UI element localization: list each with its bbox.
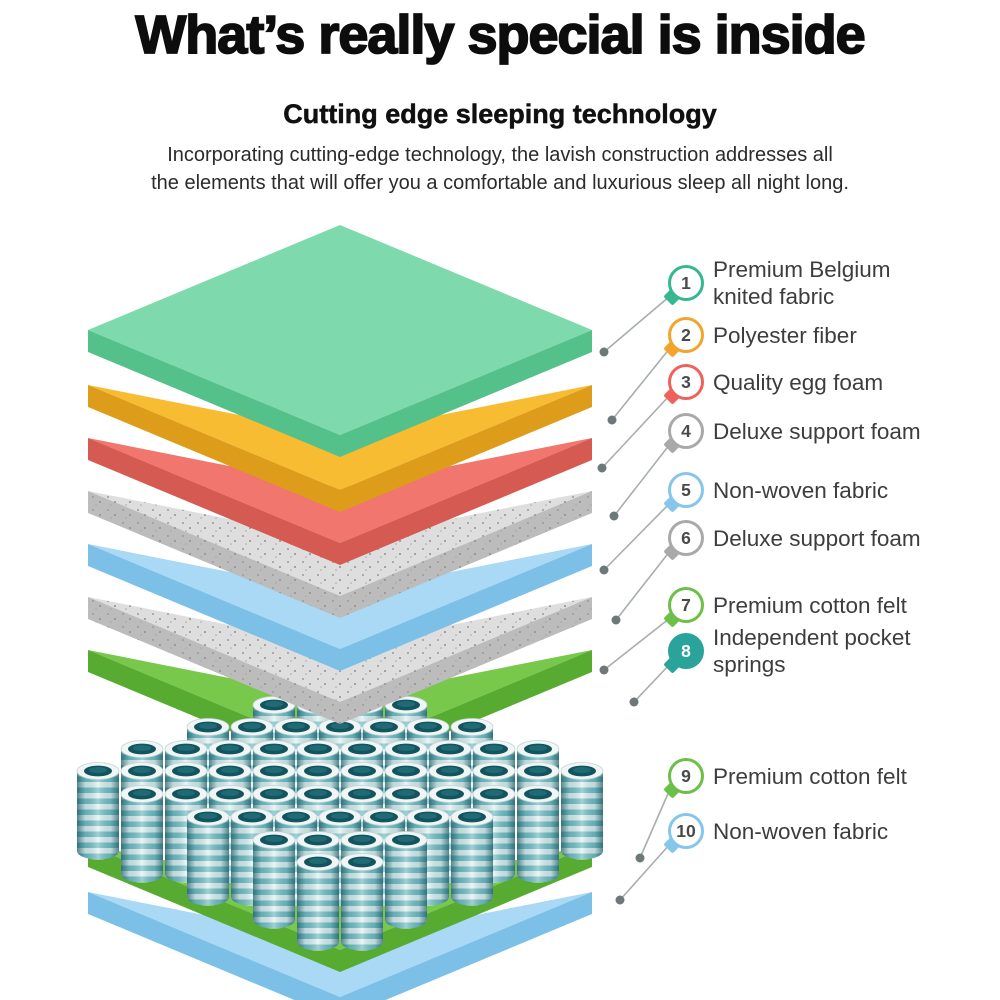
leader-dot-3 <box>597 463 607 473</box>
leader-dots <box>597 347 645 905</box>
callout-1-number: 1 <box>681 272 691 293</box>
callout-10-pin: 10 <box>668 813 704 849</box>
layer-6-side-speckle <box>88 597 592 724</box>
callout-1: 1 Premium Belgium knited fabric <box>668 255 980 311</box>
leader-dot-7 <box>599 665 609 675</box>
callout-7: 7 Premium cotton felt <box>668 577 980 633</box>
leader-line-9 <box>639 788 671 859</box>
callout-6-label: Deluxe support foam <box>713 525 921 551</box>
leader-dot-5 <box>599 565 609 575</box>
callout-7-label: Premium cotton felt <box>713 592 907 618</box>
leader-dot-6 <box>611 615 621 625</box>
callout-8-number: 8 <box>681 640 691 661</box>
callout-7-pin: 7 <box>668 587 704 623</box>
leader-line-1 <box>603 295 671 353</box>
spring-coil <box>186 808 230 906</box>
spring-coil <box>450 808 494 906</box>
leader-line-8 <box>633 663 671 703</box>
callout-9-number: 9 <box>681 765 691 786</box>
callout-5-pin: 5 <box>668 472 704 508</box>
callout-2-number: 2 <box>681 324 691 345</box>
leader-line-5 <box>603 502 671 571</box>
callout-2: 2 Polyester fiber <box>668 307 980 363</box>
callout-8-pin: 8 <box>668 633 704 669</box>
layer-2-side-face <box>88 385 592 512</box>
layer-4-side-speckle <box>88 491 592 618</box>
spring-coil <box>516 785 560 883</box>
layer-5-side-face <box>88 544 592 671</box>
callout-1-pin: 1 <box>668 265 704 301</box>
subtitle: Cutting edge sleeping technology <box>283 99 717 130</box>
callout-4: 4 Deluxe support foam <box>668 403 980 459</box>
callout-9-pin: 9 <box>668 758 704 794</box>
leader-line-7 <box>603 617 671 671</box>
callout-4-number: 4 <box>681 420 691 441</box>
leader-dot-2 <box>607 415 617 425</box>
callout-2-label: Polyester fiber <box>713 322 857 348</box>
leader-dot-8 <box>629 697 639 707</box>
spring-coil <box>76 762 120 860</box>
layer-1-side-face <box>88 330 592 457</box>
callout-5: 5 Non-woven fabric <box>668 462 980 518</box>
description: Incorporating cutting-edge technology, t… <box>0 141 1000 198</box>
callout-10-number: 10 <box>676 820 696 841</box>
callout-6: 6 Deluxe support foam <box>668 510 980 566</box>
spring-coil <box>120 785 164 883</box>
spring-coil <box>340 853 384 951</box>
callout-1-label: Premium Belgium knited fabric <box>713 257 891 309</box>
layer-10-side-face <box>88 892 592 1000</box>
leader-line-4 <box>613 443 671 517</box>
leader-dot-4 <box>609 511 619 521</box>
spring-coil <box>384 831 428 929</box>
description-line-2: the elements that will offer you a comfo… <box>151 172 849 195</box>
callout-9: 9 Premium cotton felt <box>668 748 980 804</box>
spring-coil <box>296 853 340 951</box>
callout-10: 10 Non-woven fabric <box>668 803 980 859</box>
leader-dot-1 <box>599 347 609 357</box>
leader-lines <box>601 295 671 901</box>
callout-6-number: 6 <box>681 527 691 548</box>
callout-3-pin: 3 <box>668 364 704 400</box>
callout-4-pin: 4 <box>668 413 704 449</box>
callout-5-number: 5 <box>681 479 691 500</box>
leader-dot-9 <box>635 853 645 863</box>
callout-3: 3 Quality egg foam <box>668 354 980 410</box>
callout-5-label: Non-woven fabric <box>713 477 889 503</box>
callout-9-label: Premium cotton felt <box>713 763 907 789</box>
callout-6-pin: 6 <box>668 520 704 556</box>
layer-9-side-face <box>88 845 592 972</box>
description-line-1: Incorporating cutting-edge technology, t… <box>167 144 833 166</box>
callout-3-label: Quality egg foam <box>713 369 884 395</box>
leader-dot-10 <box>615 895 625 905</box>
callout-2-pin: 2 <box>668 317 704 353</box>
callout-3-number: 3 <box>681 371 691 392</box>
leader-line-2 <box>611 347 671 421</box>
callout-8-label: Independent pocket springs <box>713 625 911 677</box>
leader-line-10 <box>619 843 671 901</box>
callout-4-label: Deluxe support foam <box>713 418 921 444</box>
layer-3-side-face <box>88 438 592 565</box>
spring-coil <box>252 831 296 929</box>
leader-line-3 <box>601 394 671 469</box>
callout-8: 8 Independent pocket springs <box>668 623 980 679</box>
page-title: What’s really special is inside <box>134 4 866 66</box>
layer-1-premium-belgium-knited-fabric <box>88 225 592 457</box>
layer-7-side-face <box>88 650 592 777</box>
callout-7-number: 7 <box>681 594 691 615</box>
spring-coil <box>560 762 604 860</box>
leader-line-6 <box>615 550 671 621</box>
callout-10-label: Non-woven fabric <box>713 818 889 844</box>
